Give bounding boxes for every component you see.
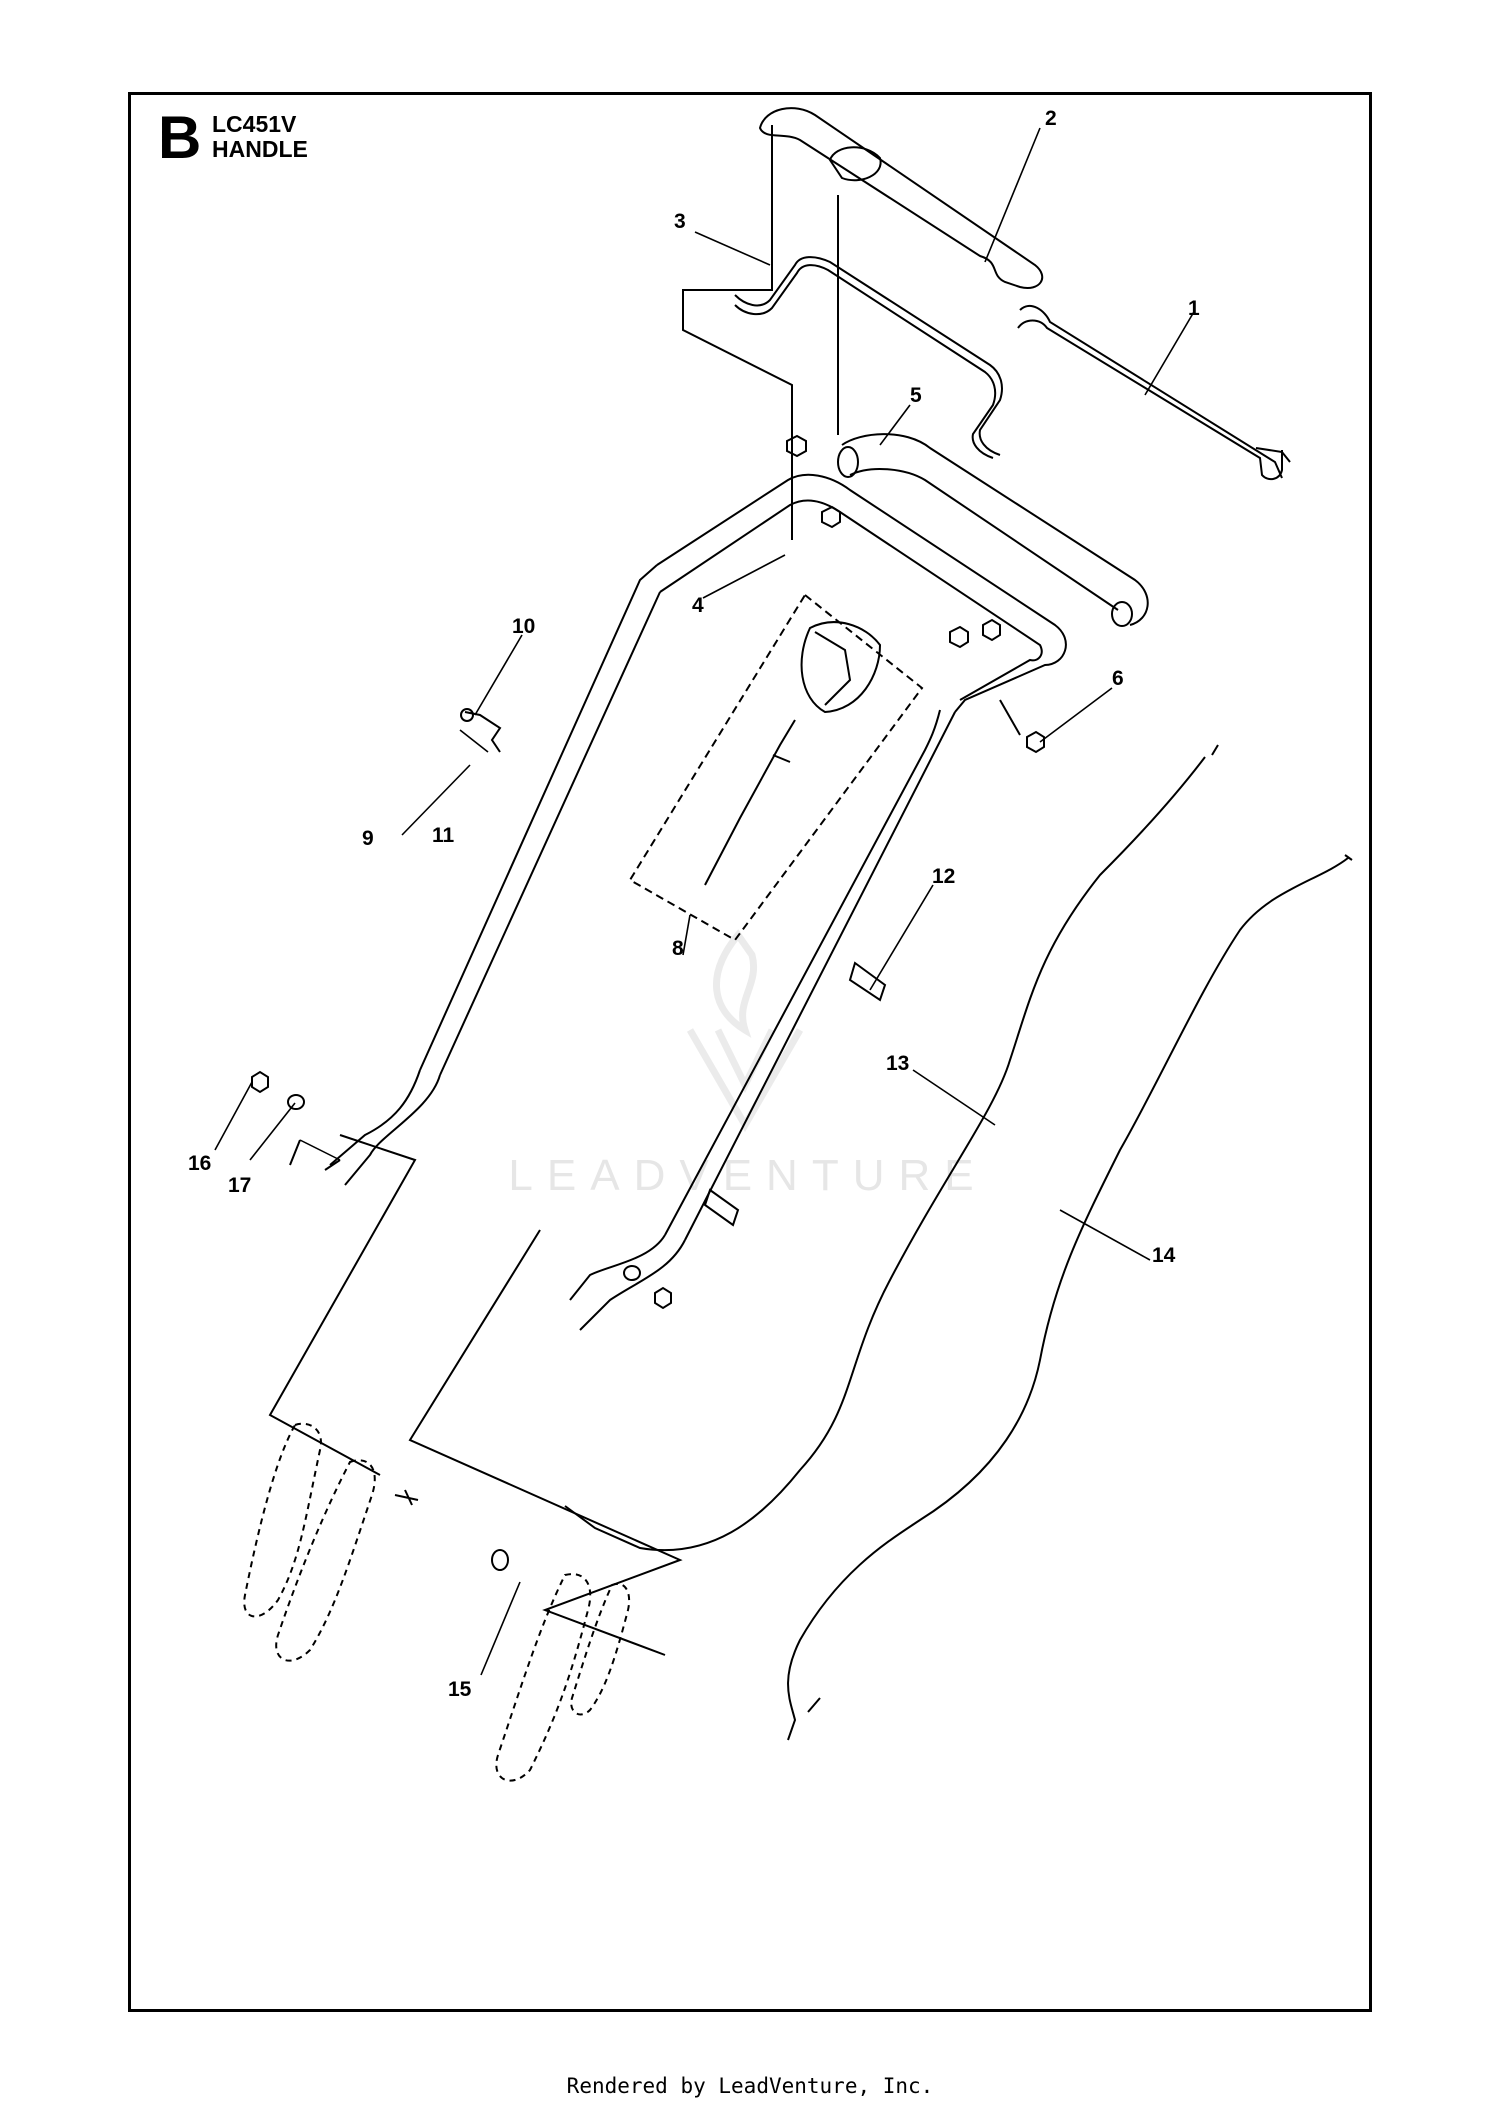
callout-3: 3 (674, 210, 686, 233)
callout-17: 17 (228, 1174, 251, 1197)
callout-10: 10 (512, 615, 535, 638)
watermark-text: LEADVENTURE (508, 1151, 987, 1200)
deck-mount-planes (268, 1134, 683, 1656)
callout-labels: 2 3 1 5 4 6 10 11 9 12 8 13 14 16 17 15 (188, 107, 1200, 1701)
callout-2: 2 (1045, 107, 1057, 130)
part-2-top-grip (758, 107, 1044, 289)
diagram-frame (128, 92, 1372, 2012)
section-title: HANDLE (212, 136, 308, 162)
callout-8: 8 (672, 937, 684, 960)
deck-brackets (243, 1422, 631, 1782)
reference-plane-left (682, 125, 793, 540)
callout-5: 5 (910, 384, 922, 407)
part-17-washer (287, 1094, 305, 1110)
callout-12: 12 (932, 865, 955, 888)
section-letter: B (158, 104, 202, 171)
part-4-nut (786, 434, 807, 458)
pivot-bolt-left (394, 1489, 419, 1506)
callout-9: 9 (362, 827, 374, 850)
watermark-logo-icon (686, 929, 804, 1132)
part-11-cable-clip (464, 711, 502, 753)
part-6-bolt (1026, 730, 1045, 754)
part-9-left-handlebar (289, 1069, 441, 1186)
part-1-stop-lever (1017, 319, 1291, 481)
part-8-control-assembly (628, 593, 924, 942)
parts-artwork (214, 107, 1353, 1782)
part-16-nut (251, 1070, 269, 1094)
upper-handle-tube (419, 473, 1067, 1076)
callout-1: 1 (1188, 297, 1200, 320)
callout-6: 6 (1112, 667, 1124, 690)
part-3-bail-lever (734, 256, 1283, 479)
callout-14: 14 (1152, 1244, 1176, 1267)
watermark: LEADVENTURE (508, 929, 987, 1200)
part-14-cable (787, 857, 1349, 1741)
callout-4: 4 (692, 594, 704, 617)
footer-credit: Rendered by LeadVenture, Inc. (566, 2074, 934, 2098)
part-12-cable-guide (848, 961, 887, 1002)
callout-13: 13 (886, 1052, 909, 1075)
part-13-cable (564, 756, 1206, 1552)
part-5-foam-grip (837, 433, 1149, 627)
part-10-screw (460, 708, 474, 722)
callout-16: 16 (188, 1152, 211, 1175)
callout-leaders (214, 127, 1196, 1676)
part-15-bolt (491, 1549, 509, 1571)
callout-15: 15 (448, 1678, 472, 1701)
callout-11: 11 (432, 824, 455, 847)
right-handlebar (569, 709, 956, 1331)
model-number: LC451V (212, 111, 297, 137)
